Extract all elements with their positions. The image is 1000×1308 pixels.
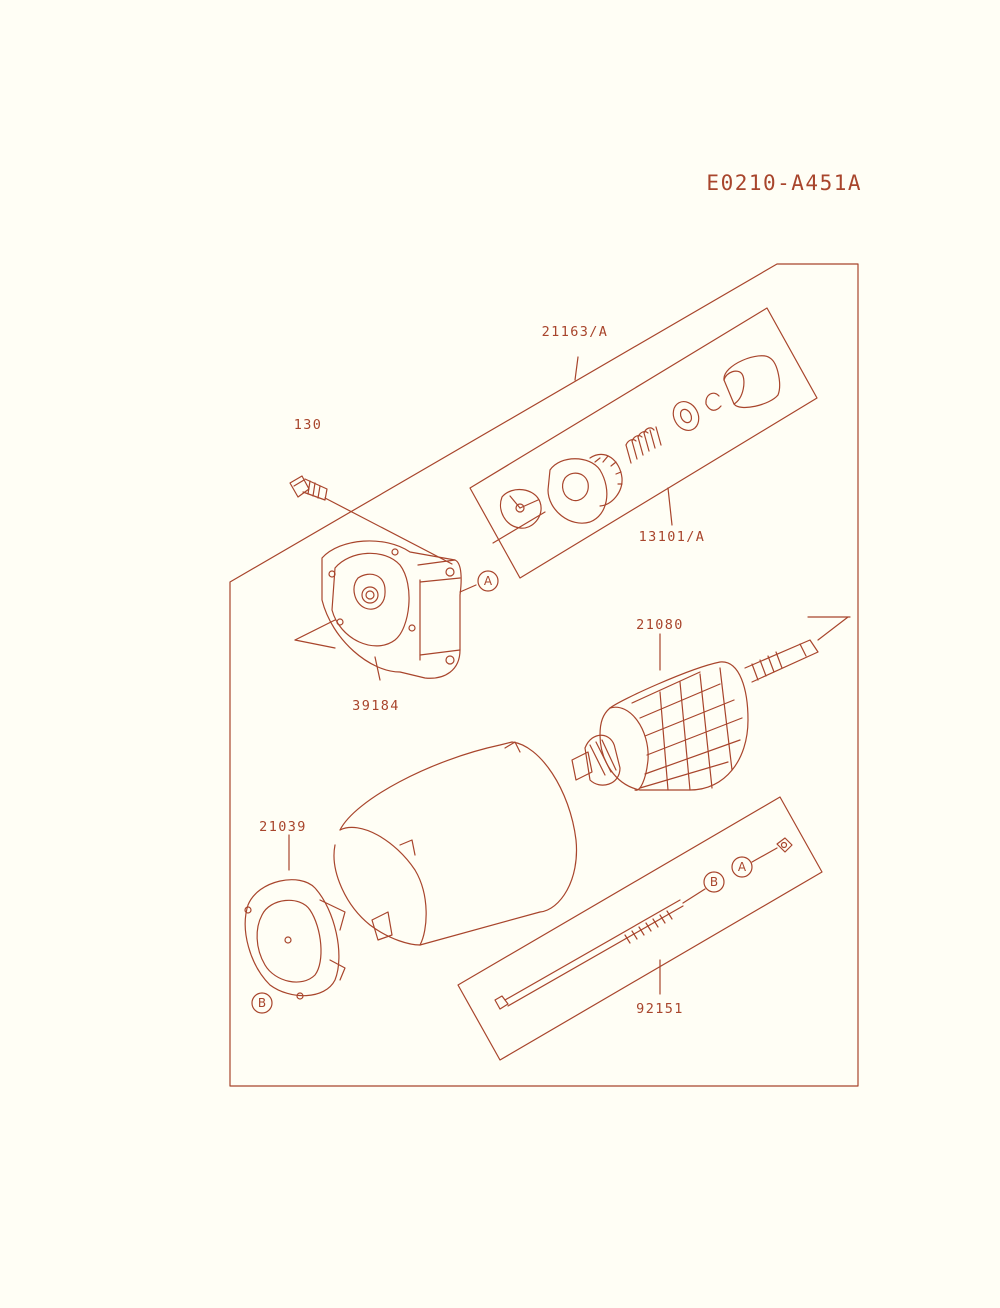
ref-marker-b1: [251, 992, 273, 1014]
part-label-130: 130: [294, 417, 323, 433]
ref-marker-a1-text: A: [484, 574, 493, 588]
ref-marker-b2-text: B: [710, 875, 718, 889]
armature-21080: [571, 616, 851, 791]
leader-13101: [667, 487, 673, 526]
yoke-housing: [333, 741, 578, 946]
ref-marker-b2: [703, 871, 725, 893]
part-label-39184: 39184: [352, 698, 400, 714]
ref-marker-a1: [477, 570, 499, 592]
bolt-130: [289, 475, 453, 565]
through-bolt-frame: [457, 796, 823, 1061]
part-label-21163: 21163/A: [542, 324, 609, 340]
rear-cover-21039: [244, 834, 346, 1000]
pinion-kit-frame: [469, 307, 818, 579]
bolt-leader: [324, 497, 453, 565]
part-label-92151: 92151: [636, 1001, 684, 1017]
assembly-frame: [229, 263, 859, 1087]
leader-21163: [574, 356, 579, 381]
ref-marker-b1-text: B: [258, 996, 266, 1010]
part-label-21039: 21039: [259, 819, 307, 835]
through-bolt-92151: [494, 837, 793, 1010]
ref-marker-a2: [731, 856, 753, 878]
part-label-13101: 13101/A: [639, 529, 706, 545]
diagram-code: E0210-A451A: [706, 171, 862, 195]
bracket-leader: [374, 656, 381, 681]
pinion-kit-parts: [492, 355, 781, 544]
shaft-axis-arrow: [294, 619, 336, 641]
ref-marker-a2-text: A: [738, 860, 747, 874]
part-label-21080: 21080: [636, 617, 684, 633]
front-bracket-39184: [294, 540, 462, 681]
